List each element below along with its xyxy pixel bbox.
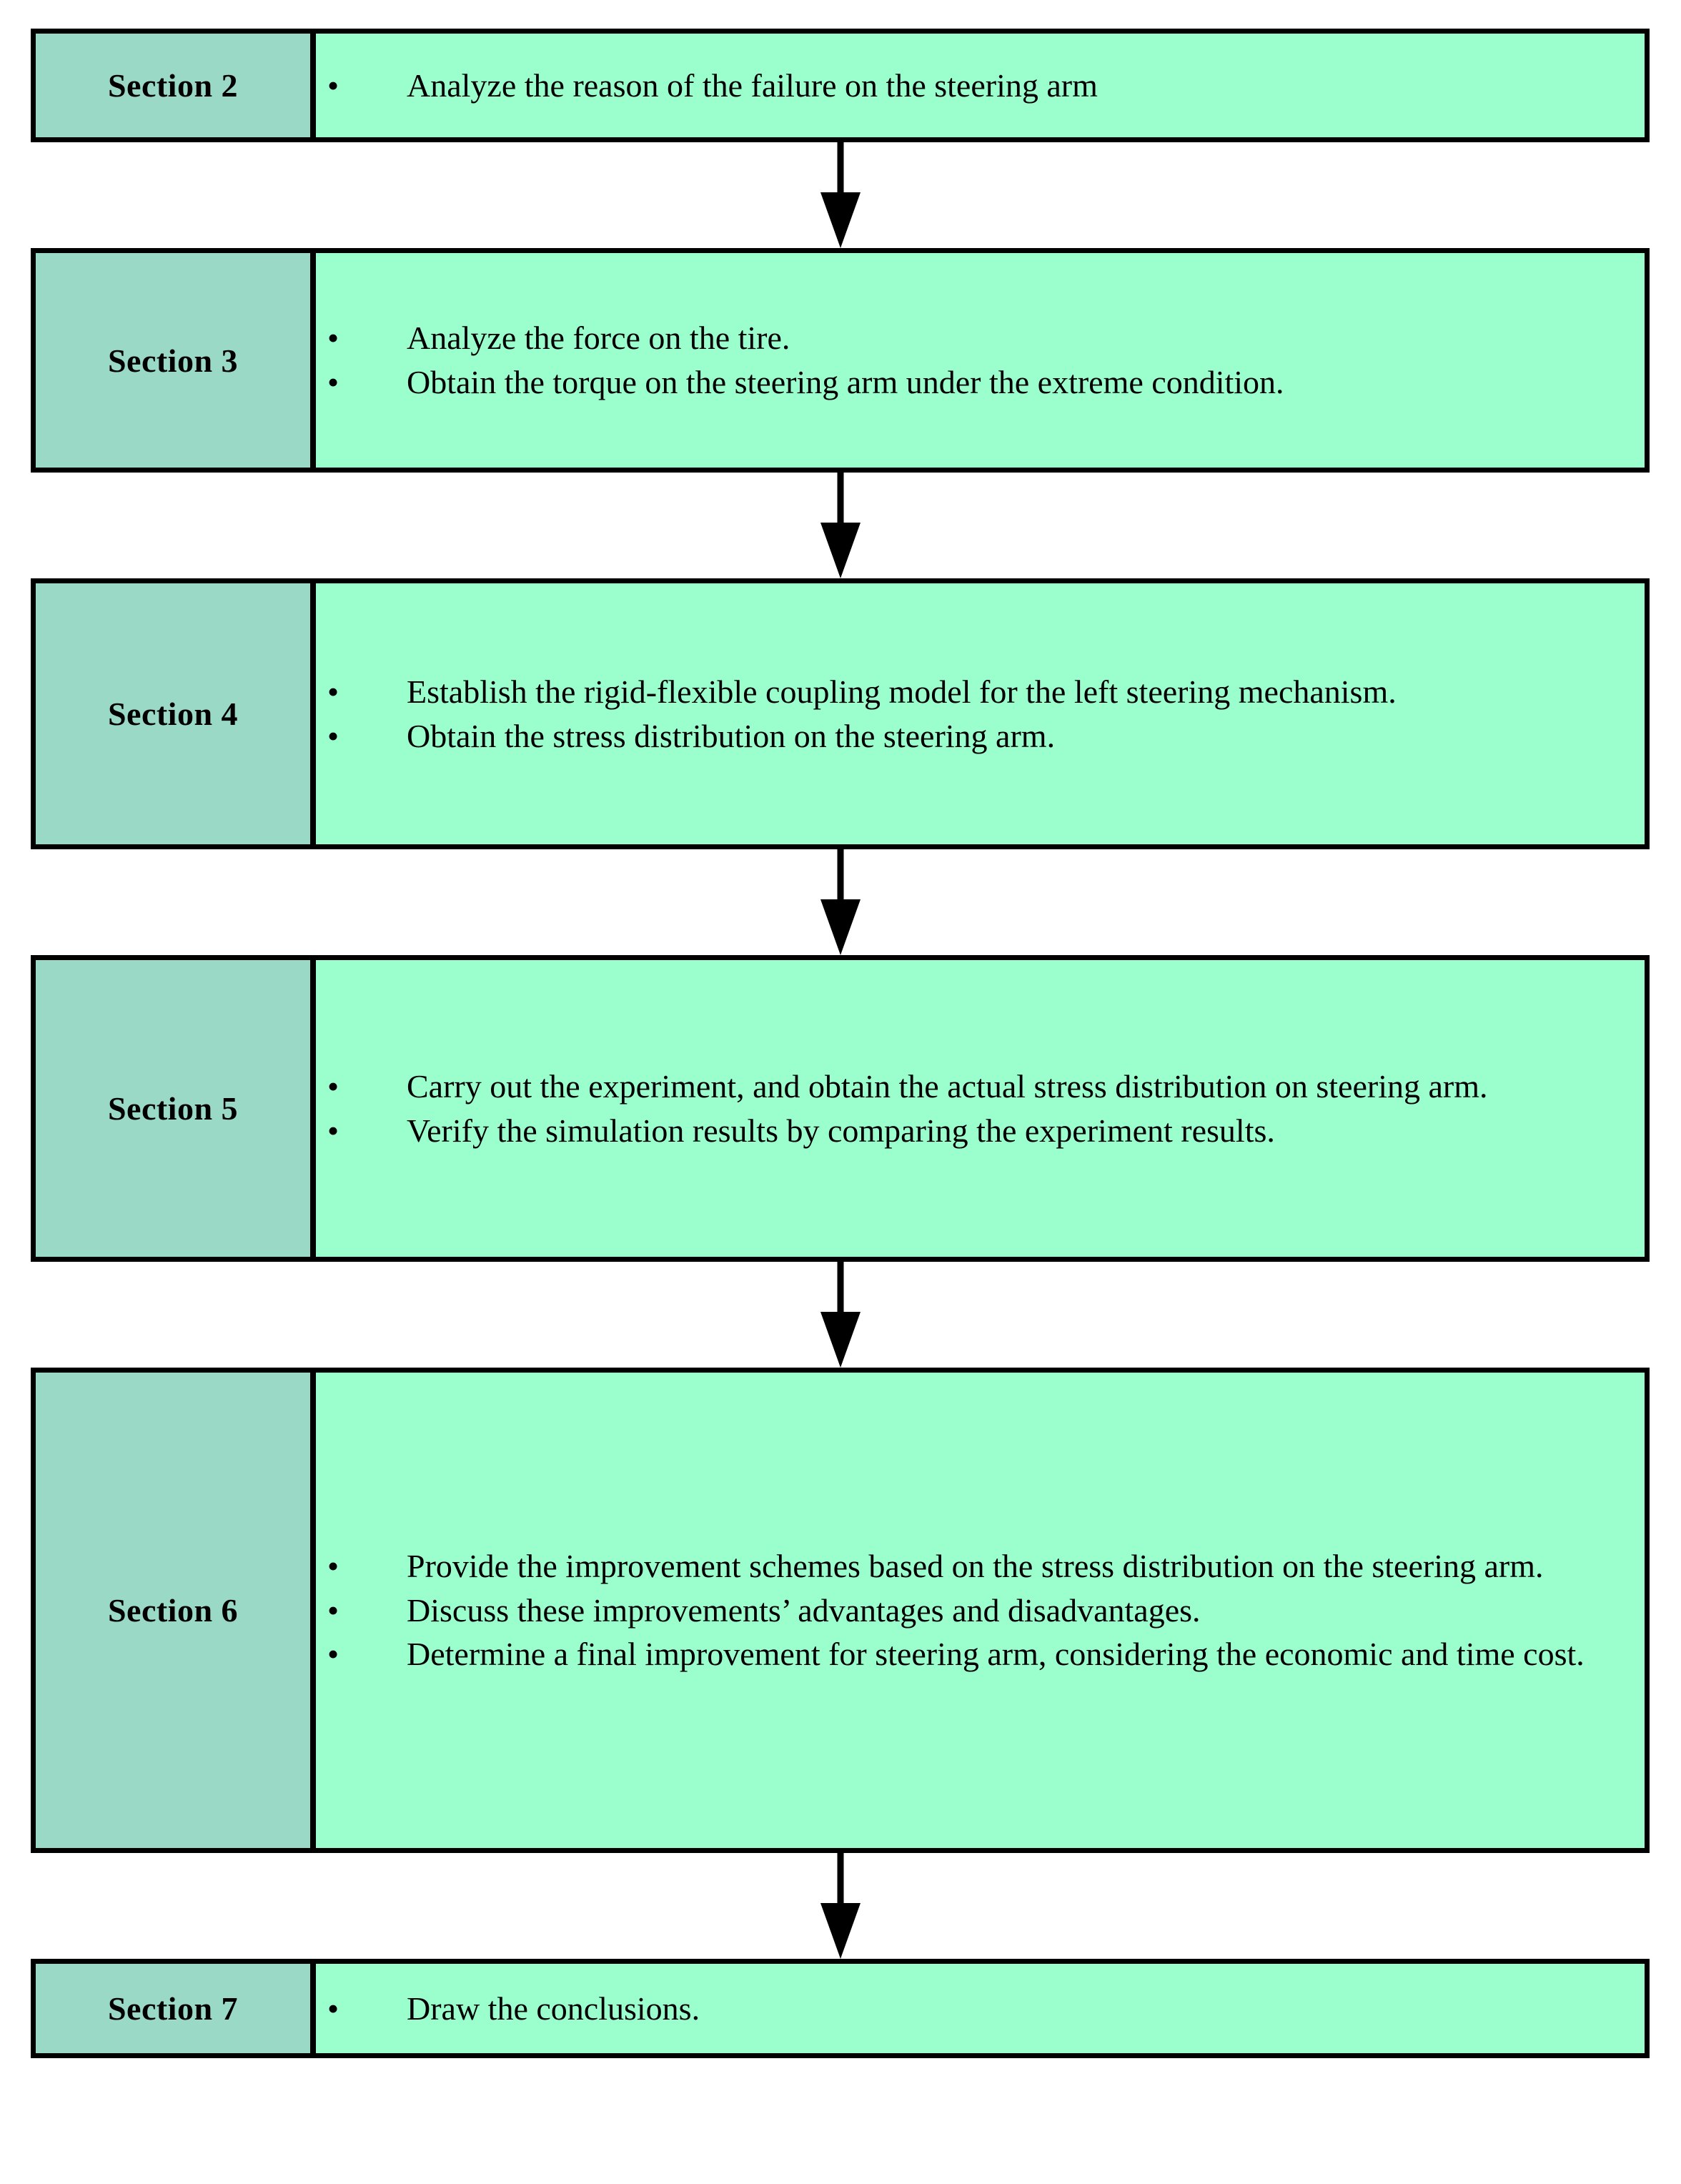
bullet-item: • Carry out the experiment, and obtain th… [316, 1064, 1623, 1109]
bullet-dot-icon: • [327, 1548, 339, 1585]
flow-connector [0, 142, 1681, 248]
flow-connector [0, 849, 1681, 955]
arrow-head [820, 899, 861, 955]
bullet-text: Provide the improvement schemes based on… [407, 1548, 1544, 1585]
bullet-item: • Determine a final improvement for steer… [316, 1632, 1623, 1676]
section-label: Section 5 [36, 960, 316, 1257]
bullet-text: Determine a final improvement for steeri… [407, 1636, 1585, 1673]
down-arrow-icon [820, 1853, 861, 1959]
section-label: Section 7 [36, 1964, 316, 2053]
flow-connector [0, 473, 1681, 578]
section-content: • Carry out the experiment, and obtain th… [316, 960, 1645, 1257]
bullet-text: Discuss these improvements’ advantages a… [407, 1591, 1201, 1629]
arrow-head [820, 1903, 861, 1959]
section-label: Section 3 [36, 253, 316, 468]
arrow-head [820, 523, 861, 578]
bullet-dot-icon: • [327, 66, 339, 104]
bullet-item: • Obtain the stress distribution on the s… [316, 714, 1623, 759]
bullet-dot-icon: • [327, 717, 339, 754]
arrow-shaft [837, 1262, 844, 1312]
down-arrow-icon [820, 849, 861, 955]
bullet-item: • Draw the conclusions. [316, 1987, 1623, 2031]
flowchart: Section 2 • Analyze the reason of the fail… [31, 29, 1650, 2058]
arrow-shaft [837, 849, 844, 899]
section-label: Section 2 [36, 34, 316, 137]
bullet-text: Verify the simulation results by compari… [407, 1112, 1275, 1149]
bullet-list: • Analyze the force on the tire. • Obtain t… [316, 316, 1623, 404]
bullet-text: Analyze the force on the tire. [407, 320, 790, 357]
section-content: • Analyze the reason of the failure on th… [316, 34, 1645, 137]
bullet-item: • Provide the improvement schemes based o… [316, 1544, 1623, 1588]
bullet-dot-icon: • [327, 320, 339, 357]
flow-node: Section 6 • Provide the improvement scheme… [31, 1368, 1650, 1853]
section-content: • Provide the improvement schemes based o… [316, 1373, 1645, 1848]
bullet-item: • Analyze the reason of the failure on th… [316, 64, 1623, 108]
down-arrow-icon [820, 142, 861, 248]
bullet-dot-icon: • [327, 1112, 339, 1149]
section-label: Section 6 [36, 1373, 316, 1848]
bullet-dot-icon: • [327, 364, 339, 400]
arrow-head [820, 192, 861, 248]
flow-node: Section 5 • Carry out the experiment, and … [31, 955, 1650, 1262]
bullet-text: Carry out the experiment, and obtain the… [407, 1067, 1488, 1105]
bullet-list: • Provide the improvement schemes based o… [316, 1544, 1623, 1676]
section-label: Section 4 [36, 583, 316, 844]
bullet-dot-icon: • [327, 1636, 339, 1673]
bullet-text: Analyze the reason of the failure on the… [407, 66, 1098, 104]
down-arrow-icon [820, 473, 861, 578]
arrow-shaft [837, 142, 844, 192]
section-content: • Analyze the force on the tire. • Obtain t… [316, 253, 1645, 468]
bullet-item: • Establish the rigid-flexible coupling m… [316, 670, 1623, 714]
bullet-dot-icon: • [327, 1067, 339, 1105]
bullet-item: • Discuss these improvements’ advantages … [316, 1588, 1623, 1633]
down-arrow-icon [820, 1262, 861, 1368]
flow-node: Section 2 • Analyze the reason of the fail… [31, 29, 1650, 142]
flow-node: Section 3 • Analyze the force on the tire.… [31, 248, 1650, 473]
bullet-list: • Establish the rigid-flexible coupling m… [316, 670, 1623, 758]
bullet-text: Obtain the stress distribution on the st… [407, 717, 1056, 754]
bullet-dot-icon: • [327, 673, 339, 710]
flow-node: Section 4 • Establish the rigid-flexible c… [31, 578, 1650, 849]
bullet-item: • Analyze the force on the tire. [316, 316, 1623, 360]
arrow-shaft [837, 1853, 844, 1922]
bullet-dot-icon: • [327, 1990, 339, 2027]
flow-node: Section 7 • Draw the conclusions. [31, 1959, 1650, 2058]
bullet-text: Establish the rigid-flexible coupling mo… [407, 673, 1397, 710]
bullet-text: Obtain the torque on the steering arm un… [407, 364, 1284, 400]
bullet-text: Draw the conclusions. [407, 1990, 700, 2027]
arrow-head [820, 1312, 861, 1368]
section-content: • Draw the conclusions. [316, 1964, 1645, 2053]
bullet-list: • Analyze the reason of the failure on th… [316, 64, 1623, 108]
bullet-item: • Verify the simulation results by compar… [316, 1109, 1623, 1153]
section-content: • Establish the rigid-flexible coupling m… [316, 583, 1645, 844]
bullet-item: • Obtain the torque on the steering arm u… [316, 360, 1623, 405]
bullet-list: • Draw the conclusions. [316, 1987, 1623, 2031]
bullet-dot-icon: • [327, 1591, 339, 1629]
arrow-shaft [837, 473, 844, 523]
bullet-list: • Carry out the experiment, and obtain th… [316, 1064, 1623, 1152]
flow-connector [0, 1853, 1681, 1959]
flow-connector [0, 1262, 1681, 1368]
